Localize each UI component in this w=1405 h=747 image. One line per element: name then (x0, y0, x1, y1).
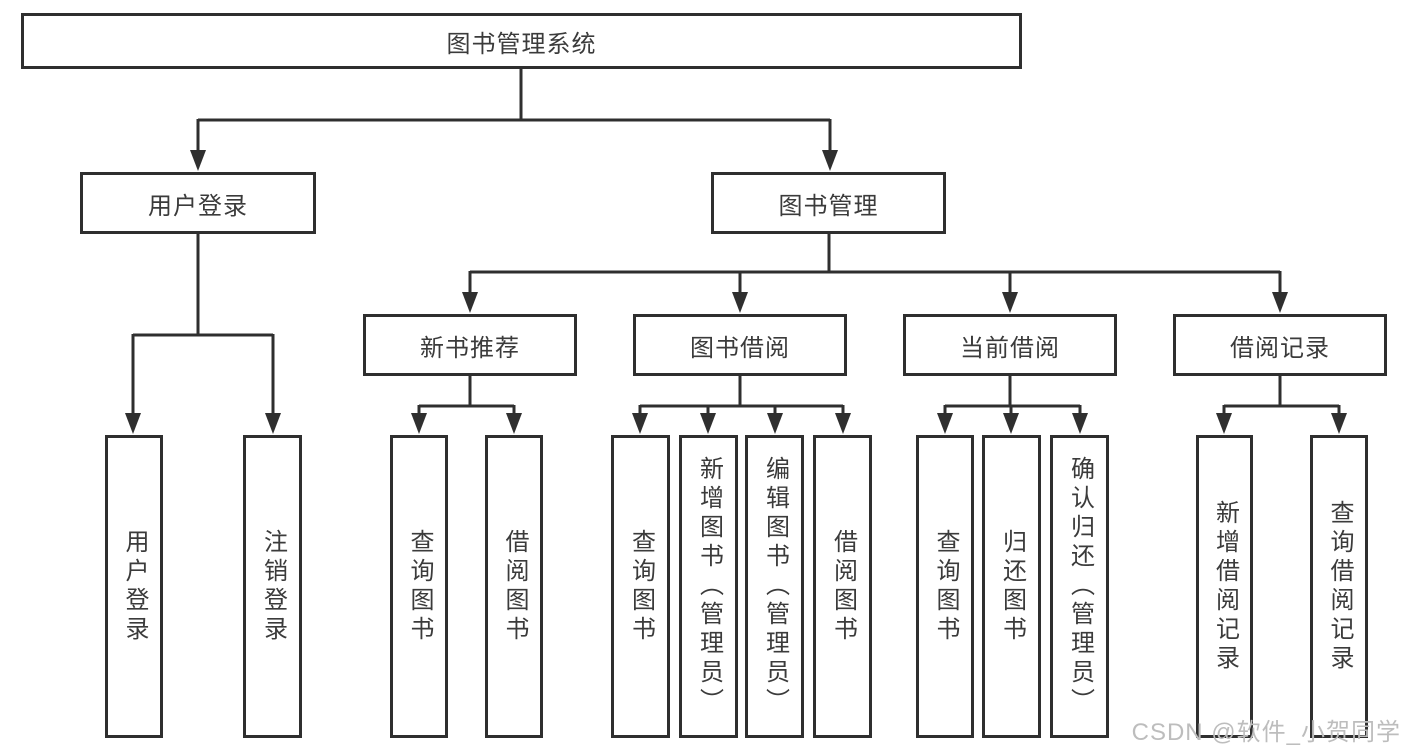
connector-new-books-children (411, 376, 522, 434)
arrowhead (1216, 413, 1232, 434)
arrowhead (1003, 413, 1019, 434)
arrowhead (462, 292, 478, 313)
arrowhead (767, 413, 783, 434)
arrowhead (700, 413, 716, 434)
connector-book-mgmt-children (462, 234, 1288, 313)
leaf-logout: 注销登录 (243, 435, 302, 738)
arrowhead (632, 413, 648, 434)
arrowhead (1072, 413, 1088, 434)
leaf-borrow-books: 借阅图书 (813, 435, 872, 738)
node-label: 查询图书 (627, 528, 655, 645)
node-new-book-recommend: 新书推荐 (363, 314, 577, 376)
leaf-edit-books-admin: 编辑图书（管理员） (745, 435, 804, 738)
node-label: 新书推荐 (420, 334, 520, 362)
leaf-confirm-return-admin: 确认归还（管理员） (1050, 435, 1109, 738)
node-label: 当前借阅 (960, 334, 1060, 362)
arrowhead (1002, 292, 1018, 313)
node-label: 借阅记录 (1230, 334, 1330, 362)
node-label: 借阅图书 (829, 528, 857, 645)
node-label: 图书管理系统 (446, 30, 597, 58)
arrowhead (937, 413, 953, 434)
node-label: 新增图书（管理员） (695, 456, 723, 717)
arrowhead (125, 413, 141, 434)
leaf-add-borrow-record: 新增借阅记录 (1196, 435, 1253, 738)
arrowhead (822, 150, 838, 171)
leaf-borrow-books-recommend: 借阅图书 (485, 435, 543, 738)
node-label: 注销登录 (259, 528, 287, 645)
arrowhead (190, 150, 206, 171)
node-label: 用户登录 (148, 192, 248, 220)
node-label: 编辑图书（管理员） (761, 456, 789, 717)
connector-book-borrow-children (632, 376, 851, 434)
node-book-management: 图书管理 (711, 172, 946, 234)
arrowhead (506, 413, 522, 434)
node-borrow-records: 借阅记录 (1173, 314, 1387, 376)
node-root: 图书管理系统 (21, 13, 1022, 69)
connector-current-borrow-children (937, 376, 1088, 434)
leaf-add-books-admin: 新增图书（管理员） (679, 435, 738, 738)
node-label: 用户登录 (121, 528, 148, 645)
node-label: 借阅图书 (501, 528, 528, 645)
node-label: 新增借阅记录 (1211, 499, 1239, 674)
leaf-user-login: 用户登录 (105, 435, 163, 738)
csdn-watermark: CSDN @软件_小贺同学 (1131, 719, 1401, 746)
connector-user-login-children (125, 234, 281, 434)
node-label: 查询图书 (932, 528, 959, 645)
arrowhead (732, 292, 748, 313)
node-label: 查询借阅记录 (1326, 499, 1353, 674)
arrowhead (411, 413, 427, 434)
node-label: 图书借阅 (690, 334, 790, 362)
leaf-query-books-current: 查询图书 (916, 435, 974, 738)
node-book-borrow: 图书借阅 (633, 314, 847, 376)
arrowhead (1331, 413, 1347, 434)
node-current-borrow: 当前借阅 (903, 314, 1117, 376)
arrowhead (265, 413, 281, 434)
connector-root-to-level2 (190, 69, 838, 171)
leaf-return-books: 归还图书 (982, 435, 1041, 738)
connector-borrow-records-children (1216, 376, 1347, 434)
leaf-query-books-recommend: 查询图书 (390, 435, 448, 738)
leaf-query-borrow-record: 查询借阅记录 (1310, 435, 1368, 738)
node-label: 图书管理 (778, 192, 879, 220)
node-label: 查询图书 (406, 528, 433, 645)
leaf-query-books-borrow: 查询图书 (611, 435, 670, 738)
arrowhead (1272, 292, 1288, 313)
node-user-login: 用户登录 (80, 172, 316, 234)
arrowhead (835, 413, 851, 434)
node-label: 确认归还（管理员） (1066, 456, 1094, 717)
node-label: 归还图书 (998, 528, 1026, 645)
